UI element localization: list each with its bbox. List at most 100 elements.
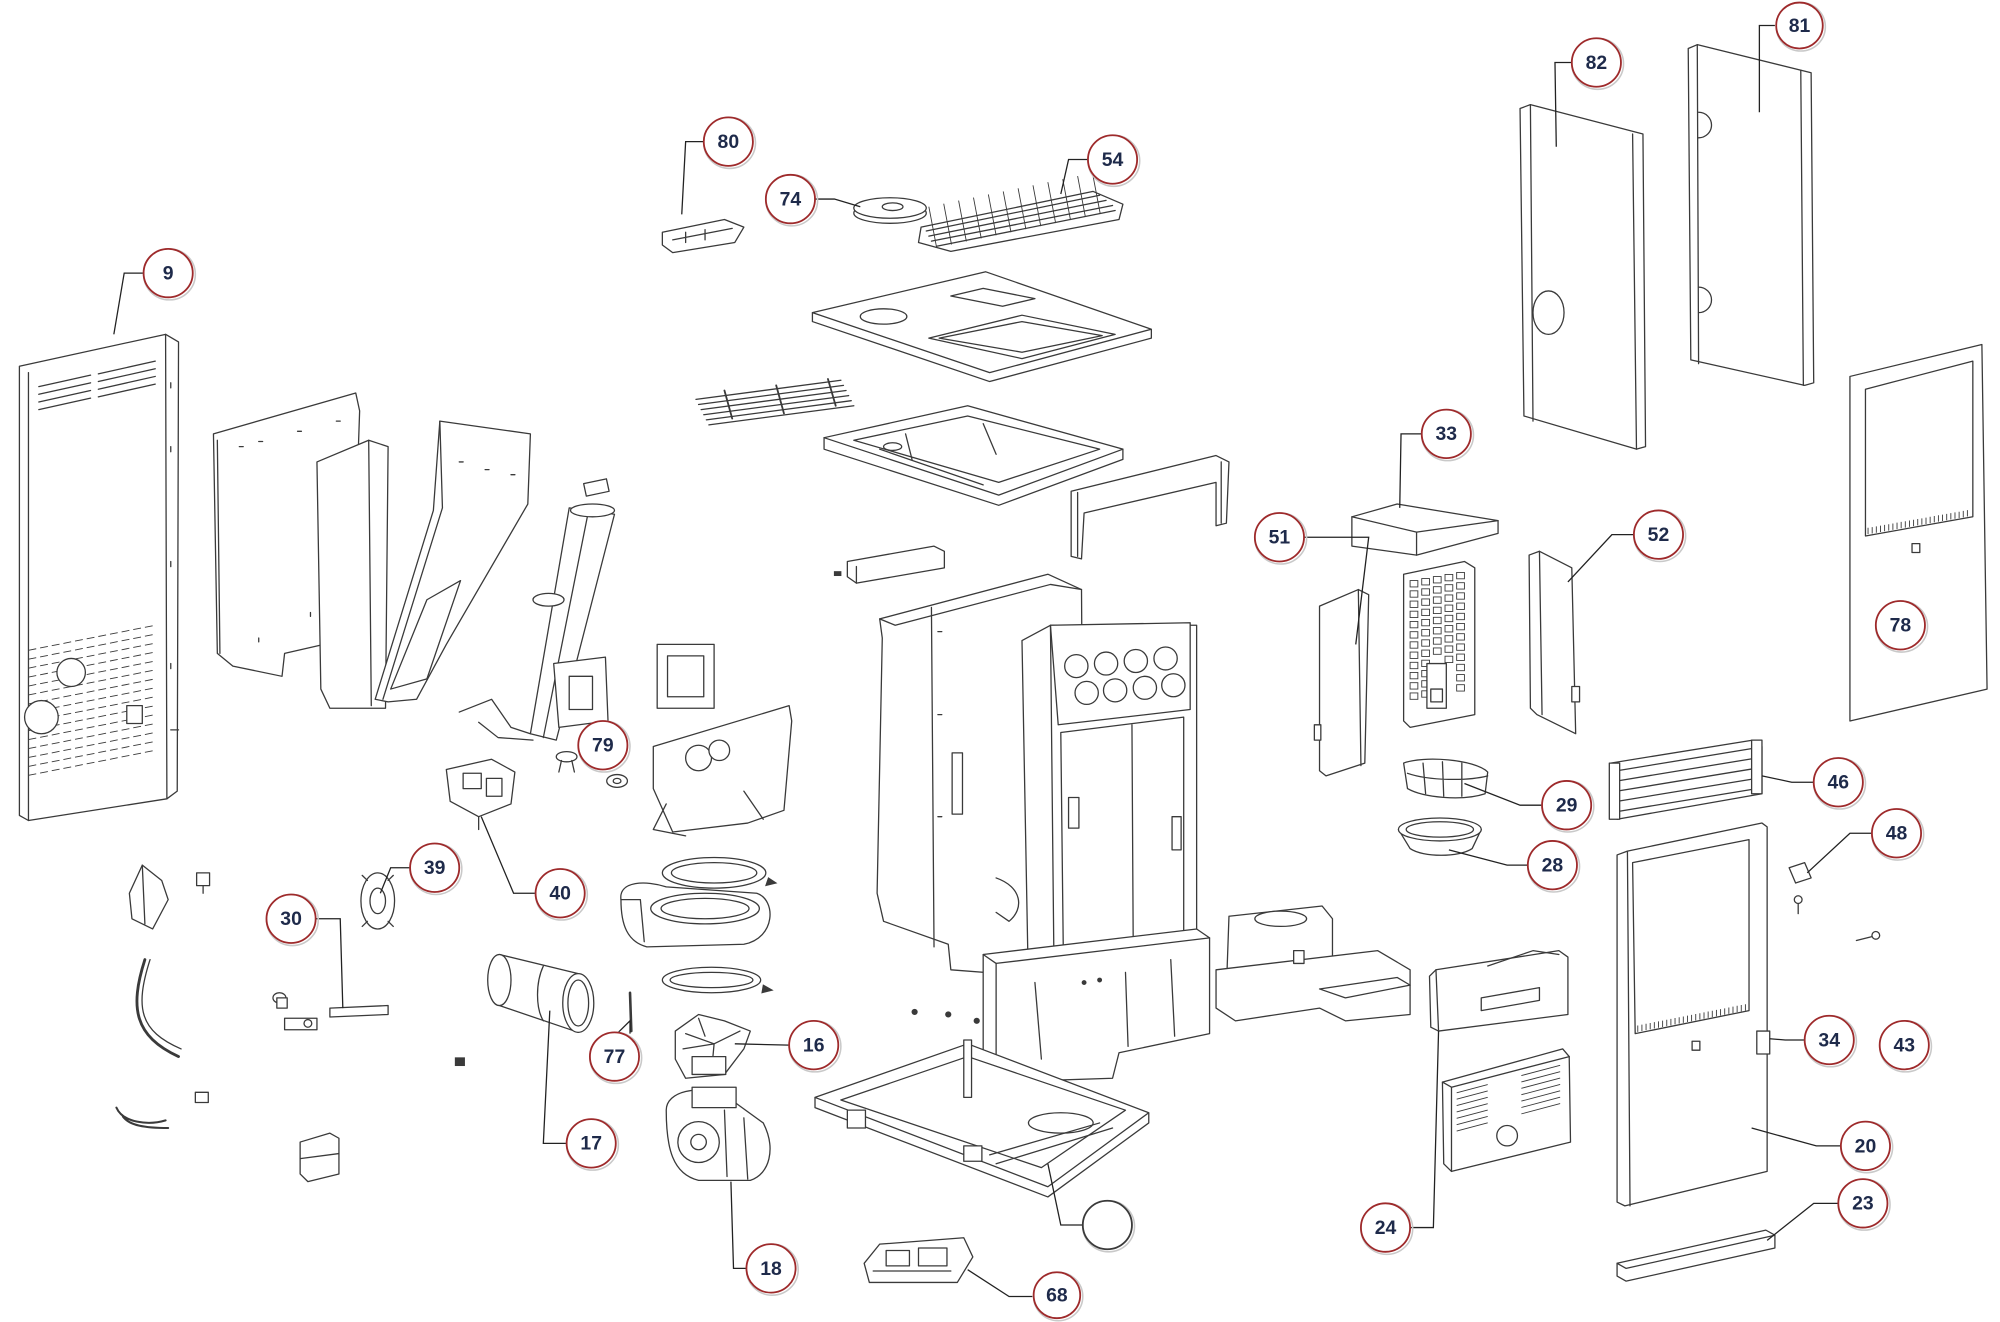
front-door-part <box>1616 822 1768 1207</box>
frame-hole <box>1123 648 1149 674</box>
burn-pot-cup-part <box>1397 817 1482 856</box>
callout: 16 <box>734 1019 842 1073</box>
callout: 54 <box>1060 134 1141 195</box>
callout: 74 <box>764 173 861 227</box>
callout-blank <box>1047 1163 1136 1253</box>
side-panel-hole <box>56 657 87 688</box>
connector-box-part <box>1215 905 1411 1022</box>
gasket-ring-part <box>661 856 778 889</box>
callout: 40 <box>480 816 589 921</box>
callout: 29 <box>1464 780 1595 833</box>
lower-grille-panel-part <box>1441 1048 1572 1173</box>
callout-label: 39 <box>424 858 446 879</box>
top-frame-part <box>823 405 1124 506</box>
exhaust-pipe-part <box>487 953 595 1033</box>
plate-part <box>656 643 715 709</box>
callout-label: 16 <box>803 1036 825 1057</box>
fan-housing-part <box>620 882 771 948</box>
grill-part <box>917 172 1124 253</box>
callout-label: 28 <box>1542 856 1564 877</box>
bracket-part <box>661 218 745 254</box>
callout: 51 <box>1253 512 1370 645</box>
callout-label: 20 <box>1855 1136 1877 1157</box>
grate-rods-part <box>695 378 855 426</box>
body-base-frame-part <box>982 928 1211 1083</box>
side-panel-part <box>18 333 180 822</box>
top-plate-part <box>811 271 1153 383</box>
firebrick-plate-part <box>1402 560 1476 728</box>
bracket-small-part <box>299 1132 340 1183</box>
callout: 81 <box>1758 1 1827 113</box>
screw-part <box>911 1008 980 1024</box>
screw-part <box>195 872 211 894</box>
heat-exchanger-tubes-part <box>1608 739 1763 820</box>
callout-label: 23 <box>1852 1194 1874 1215</box>
gasket-ring-part <box>661 966 774 994</box>
spring-part <box>115 1106 170 1130</box>
bracket-small-part <box>128 864 169 930</box>
fan-impeller-part <box>674 1013 751 1079</box>
callout-label: 9 <box>163 264 174 285</box>
screw-part <box>454 1057 465 1067</box>
bracket-part <box>652 705 793 837</box>
body-front-frame-part <box>1021 622 1198 1009</box>
callout-label: 33 <box>1436 424 1458 445</box>
hopper-part <box>316 420 532 709</box>
callout: 80 <box>681 116 757 215</box>
auger-assembly-part <box>458 478 616 741</box>
callout-label: 18 <box>760 1259 782 1280</box>
ash-drawer-part <box>1428 950 1569 1032</box>
callout-label: 78 <box>1890 616 1912 637</box>
callout-label: 29 <box>1556 796 1578 817</box>
callout: 17 <box>542 1010 620 1171</box>
frame-hole <box>1102 678 1128 703</box>
callout-label: 17 <box>580 1134 602 1155</box>
callout-layer: 9 80 74 54 82 81 33 <box>113 1 1933 1322</box>
callout-label: 43 <box>1893 1036 1915 1057</box>
callout-label: 79 <box>592 736 614 757</box>
callout: 30 <box>265 893 344 1009</box>
rod-part <box>329 1004 389 1018</box>
frame-hole <box>1161 673 1186 698</box>
motor-part <box>445 758 516 831</box>
callout-label: 82 <box>1586 53 1608 74</box>
callout: 28 <box>1448 840 1581 893</box>
side-panel-hole <box>23 699 59 735</box>
rod-part <box>628 991 633 1033</box>
callout-label: 30 <box>280 909 302 930</box>
blower-motor-part <box>665 1086 771 1181</box>
callout-label: 51 <box>1269 528 1291 549</box>
glass-door-panel-part <box>1849 343 1988 722</box>
callout: 82 <box>1554 37 1625 147</box>
callout: 39 <box>379 842 463 896</box>
callout: 33 <box>1399 408 1475 508</box>
callout-label: 24 <box>1375 1218 1397 1239</box>
burn-pot-part <box>1402 758 1489 799</box>
small-fitting-part <box>555 750 629 788</box>
frame-hole <box>1093 651 1119 676</box>
callout-label: 74 <box>780 190 802 211</box>
handle-part <box>1756 1030 1771 1055</box>
callout: 9 <box>113 247 197 335</box>
callout-label: 80 <box>718 132 740 153</box>
gasket-ticks <box>1867 510 1968 535</box>
control-board-part <box>863 1237 974 1284</box>
callout-label: 77 <box>604 1047 626 1068</box>
callout: 77 <box>589 1019 643 1085</box>
cladding-panel-part <box>1519 103 1647 450</box>
frame-hole <box>1132 675 1158 700</box>
base-plate-part <box>814 1039 1150 1198</box>
frame-hole <box>1064 653 1089 679</box>
side-brick-part <box>1313 588 1370 777</box>
callout-label: 48 <box>1886 824 1908 845</box>
callout: 23 <box>1766 1178 1891 1241</box>
callout-label: 52 <box>1648 525 1670 546</box>
grill-ribs <box>928 172 1101 248</box>
screw-part <box>1793 895 1881 942</box>
bushing-part <box>272 992 318 1031</box>
callout-label: 54 <box>1102 150 1124 171</box>
frame-hole <box>1074 680 1099 706</box>
callout: 79 <box>577 720 631 773</box>
bracket-part <box>1070 454 1230 560</box>
